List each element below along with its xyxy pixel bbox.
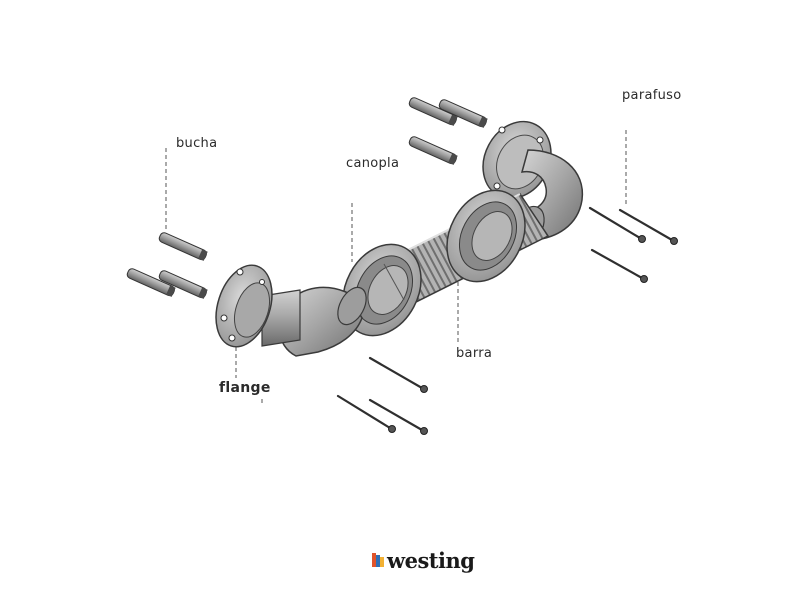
elbow-front bbox=[261, 286, 367, 357]
label-barra: barra bbox=[456, 346, 493, 361]
label-parafuso: parafuso bbox=[622, 88, 682, 103]
anchor bbox=[408, 97, 458, 126]
brand-mark-icon bbox=[372, 553, 384, 567]
canopla-rear bbox=[446, 189, 526, 283]
anchor bbox=[438, 99, 488, 128]
screws-right bbox=[588, 206, 678, 283]
label-flange: flange bbox=[219, 380, 271, 396]
anchors-left bbox=[126, 232, 208, 299]
anchors-top bbox=[408, 97, 488, 165]
label-bucha: bucha bbox=[176, 136, 218, 151]
anchor bbox=[126, 268, 176, 297]
leader-lines bbox=[165, 130, 627, 405]
brand-name: westing bbox=[387, 547, 475, 573]
label-canopla: canopla bbox=[346, 156, 400, 171]
screws-bottom bbox=[336, 356, 428, 435]
anchor bbox=[408, 136, 458, 165]
brand-logo: westing bbox=[372, 546, 475, 574]
anchor bbox=[158, 232, 208, 261]
flange-rear bbox=[482, 120, 552, 200]
anchor bbox=[158, 270, 208, 299]
flange-front bbox=[215, 264, 273, 348]
